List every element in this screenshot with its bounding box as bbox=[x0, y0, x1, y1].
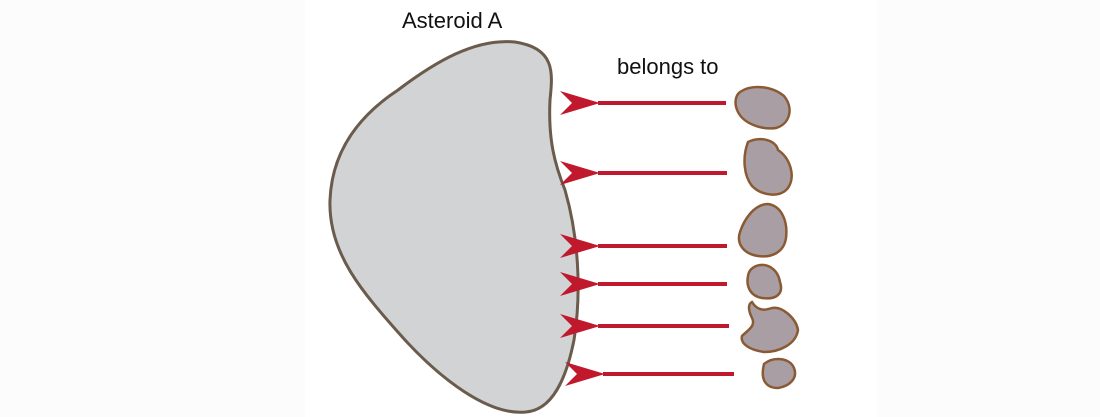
belongs-to-label: belongs to bbox=[617, 54, 719, 79]
asteroid-a-shape bbox=[328, 40, 580, 414]
left-margin bbox=[0, 0, 305, 417]
fragment-group bbox=[734, 85, 800, 390]
asteroid-a-label: Asteroid A bbox=[402, 8, 503, 33]
fragment-1 bbox=[734, 85, 791, 130]
fragment-4 bbox=[746, 263, 783, 300]
fragment-6 bbox=[761, 357, 797, 390]
fragment-5 bbox=[740, 300, 800, 354]
fragment-3 bbox=[737, 202, 788, 258]
fragment-2 bbox=[743, 138, 793, 196]
arrow-group bbox=[560, 91, 734, 386]
right-margin bbox=[878, 0, 1100, 417]
